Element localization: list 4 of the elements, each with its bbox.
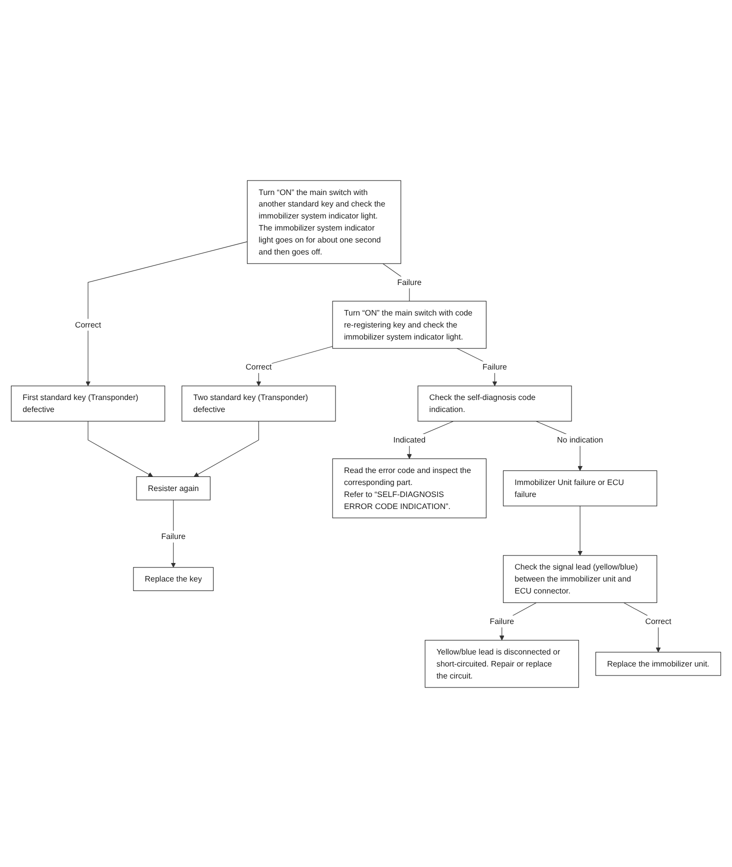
arrow [88, 420, 154, 476]
arrow [86, 240, 248, 386]
arrow [578, 505, 583, 556]
arrow [194, 420, 259, 476]
